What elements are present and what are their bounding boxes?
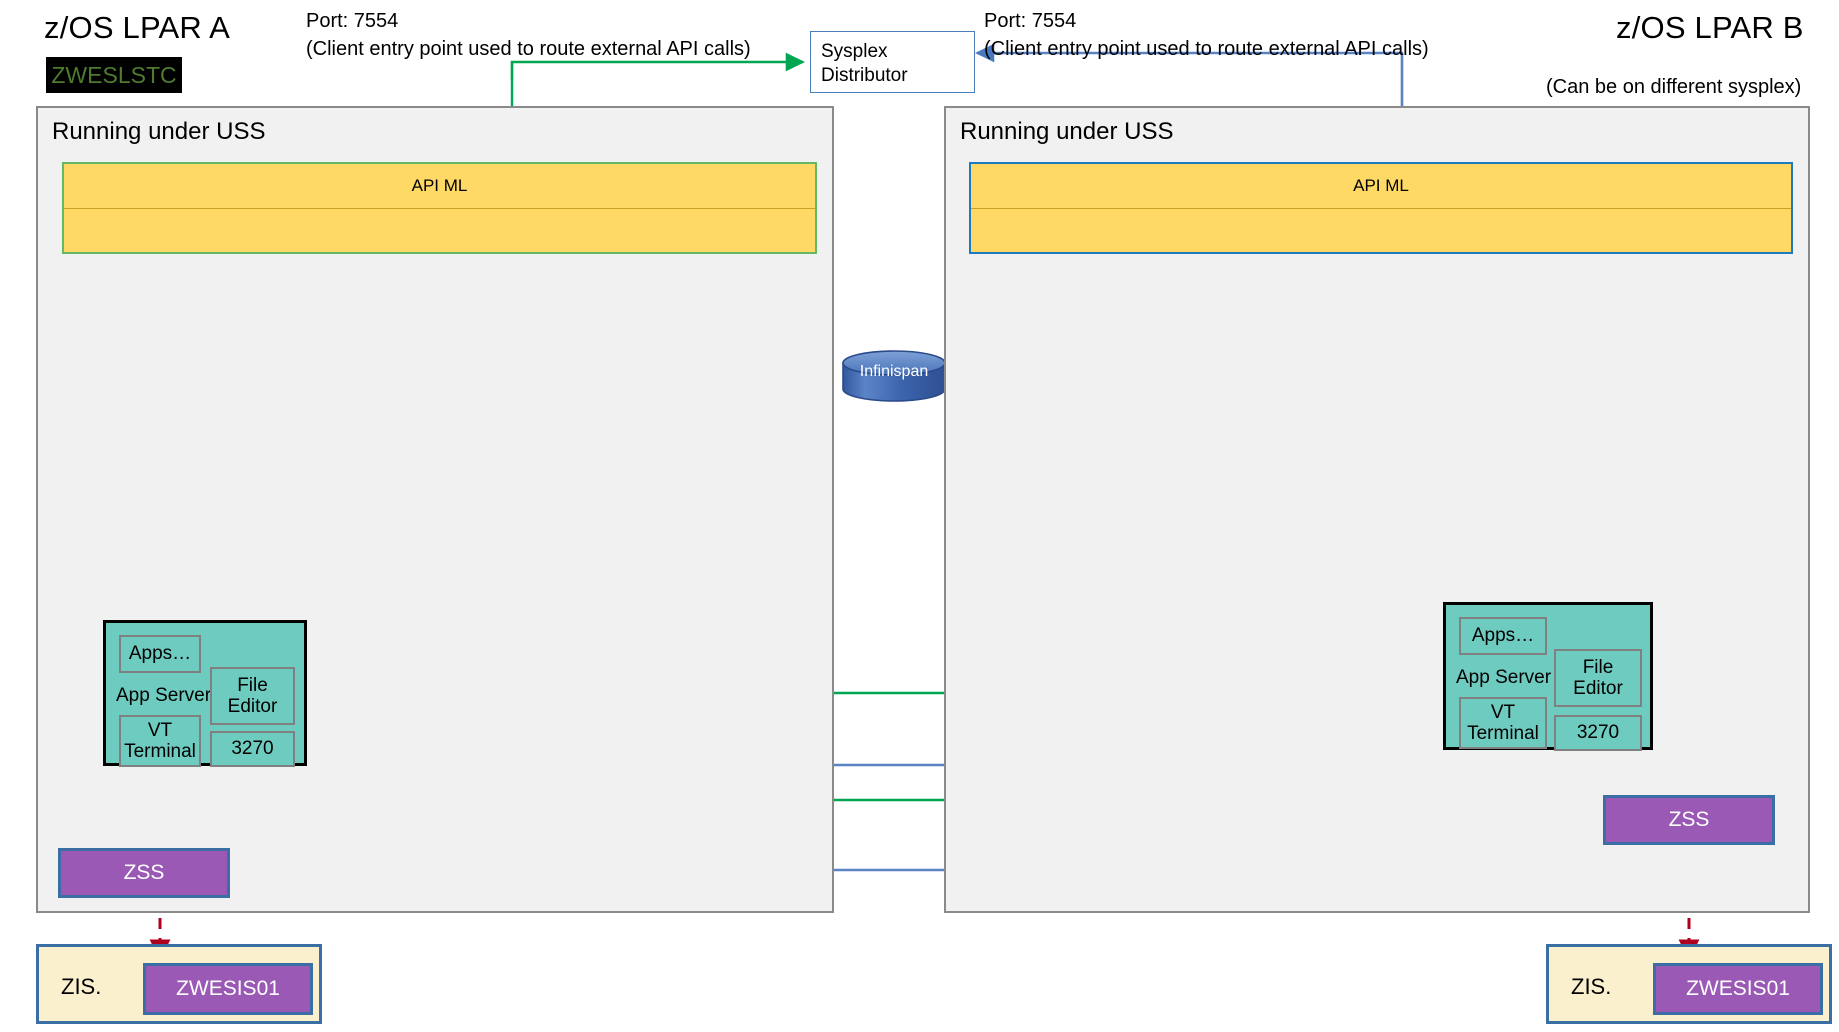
app-server-label-right: App Server <box>1456 667 1552 688</box>
tn3270-box-left: 3270 <box>210 731 295 767</box>
uss-label-right: Running under USS <box>960 118 1174 145</box>
port-note-right-line2: (Client entry point used to route extern… <box>984 38 1429 60</box>
vt-terminal-box-left: VT Terminal <box>119 715 201 767</box>
api-ml-box-left: API ML <box>62 162 817 254</box>
app-server-label-left: App Server <box>116 685 212 706</box>
api-ml-box-right: API ML <box>969 162 1793 254</box>
vt-terminal-box-right: VT Terminal <box>1459 697 1547 749</box>
api-ml-divider-left <box>64 208 815 209</box>
file-editor-box-right: File Editor <box>1554 649 1642 707</box>
uss-label-left: Running under USS <box>52 118 266 145</box>
zss-box-right: ZSS <box>1603 795 1775 845</box>
file-editor-line1-right: File <box>1582 656 1614 678</box>
sysplex-line2: Distributor <box>821 64 908 86</box>
zss-box-left: ZSS <box>58 848 230 898</box>
file-editor-line2-left: Editor <box>227 696 278 717</box>
vt-line1-left: VT <box>147 719 173 741</box>
infinispan-label: Infinispan <box>859 363 929 380</box>
vt-line2-left: Terminal <box>124 741 196 762</box>
zwesis01-box-left: ZWESIS01 <box>143 963 313 1015</box>
apps-box-right: Apps… <box>1459 617 1547 655</box>
app-server-cluster-right: Apps… App Server File Editor VT Terminal… <box>1443 602 1653 751</box>
api-ml-label-right: API ML <box>1353 176 1409 195</box>
port-note-left-line1: Port: 7554 <box>306 10 399 32</box>
app-server-cluster-left: Apps… App Server File Editor VT Terminal… <box>103 620 307 767</box>
zwesis01-box-right: ZWESIS01 <box>1653 963 1823 1015</box>
vt-line1-right: VT <box>1490 701 1516 723</box>
sysplex-line1: Sysplex <box>821 41 888 62</box>
lpar-b-subnote: (Can be on different sysplex) <box>1546 76 1802 98</box>
file-editor-line2-right: Editor <box>1573 678 1623 699</box>
zis-label-left: ZIS. <box>61 974 102 999</box>
port-note-right-line1: Port: 7554 <box>984 10 1077 32</box>
tn3270-box-right: 3270 <box>1554 715 1642 751</box>
file-editor-line1-left: File <box>237 674 268 696</box>
zis-container-left: ZIS. ZWESIS01 <box>36 944 322 1024</box>
port-note-left-line2: (Client entry point used to route extern… <box>306 38 751 60</box>
file-editor-box-left: File Editor <box>210 667 295 725</box>
zweslstc-badge: ZWESLSTC <box>46 57 182 93</box>
infinispan-label-wrap: Infinispan <box>843 352 945 382</box>
api-ml-label-left: API ML <box>411 176 468 195</box>
lpar-a-title: z/OS LPAR A <box>44 10 230 45</box>
api-ml-divider-right <box>971 208 1791 209</box>
vt-line2-right: Terminal <box>1467 723 1539 744</box>
zis-container-right: ZIS. ZWESIS01 <box>1546 944 1832 1024</box>
apps-box-left: Apps… <box>119 635 201 673</box>
lpar-b-title: z/OS LPAR B <box>1616 10 1804 45</box>
sysplex-distributor-box: Sysplex Distributor <box>810 31 975 93</box>
zis-label-right: ZIS. <box>1571 974 1612 999</box>
